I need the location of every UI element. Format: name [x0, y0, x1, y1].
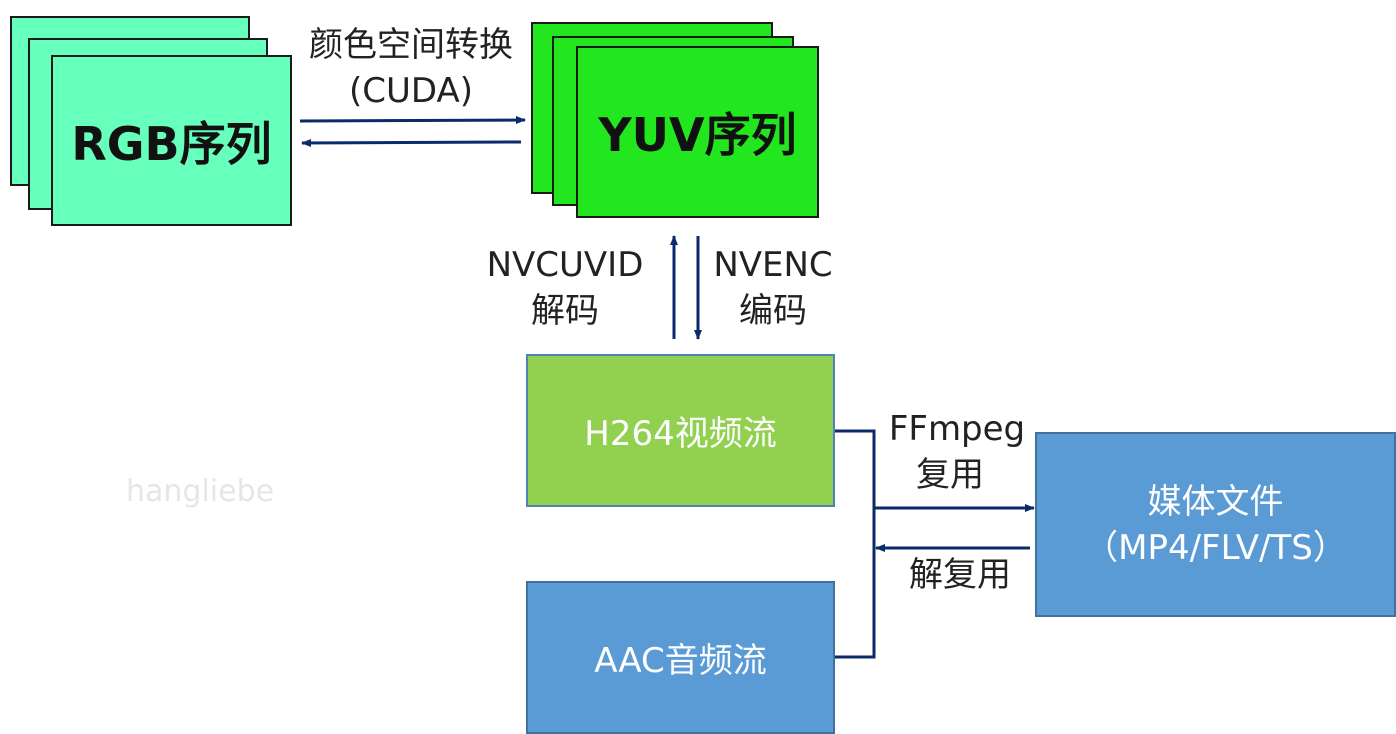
yuv-sequence-front-card: YUV序列: [576, 46, 819, 218]
decode-label: NVCUVID 解码: [484, 242, 646, 334]
rgb-sequence-front-card: RGB序列: [51, 55, 292, 226]
rgb-sequence-label: RGB序列: [71, 116, 272, 171]
mux-label: FFmpeg 复用: [884, 406, 1030, 498]
encode-title: NVENC: [713, 245, 833, 285]
stream-merge-bracket: [835, 429, 876, 659]
watermark-text: hangliebe: [126, 474, 275, 509]
rgb-to-yuv-arrow: [299, 116, 526, 125]
mux-title: FFmpeg: [888, 409, 1026, 449]
decode-subtitle: 解码: [531, 291, 599, 331]
demux-label: 解复用: [909, 555, 1011, 595]
mux-subtitle: 复用: [916, 455, 984, 495]
media-file-formats: （MP4/FLV/TS）: [1084, 527, 1347, 568]
media-file-title: 媒体文件: [1147, 481, 1284, 522]
h264-stream-box: H264视频流: [526, 354, 835, 507]
decode-title: NVCUVID: [486, 245, 644, 285]
color-conversion-label: 颜色空间转换 (CUDA): [296, 22, 526, 114]
media-file-box: 媒体文件 （MP4/FLV/TS）: [1035, 432, 1396, 617]
h264-stream-label: H264视频流: [584, 414, 777, 454]
color-conversion-title: 颜色空间转换: [309, 25, 513, 65]
encode-subtitle: 编码: [739, 291, 807, 331]
color-conversion-subtitle: (CUDA): [349, 71, 473, 111]
encode-label: NVENC 编码: [705, 242, 841, 334]
yuv-sequence-label: YUV序列: [598, 108, 797, 162]
yuv-to-rgb-arrow: [301, 138, 522, 147]
aac-stream-box: AAC音频流: [526, 581, 835, 734]
aac-stream-label: AAC音频流: [594, 641, 767, 681]
